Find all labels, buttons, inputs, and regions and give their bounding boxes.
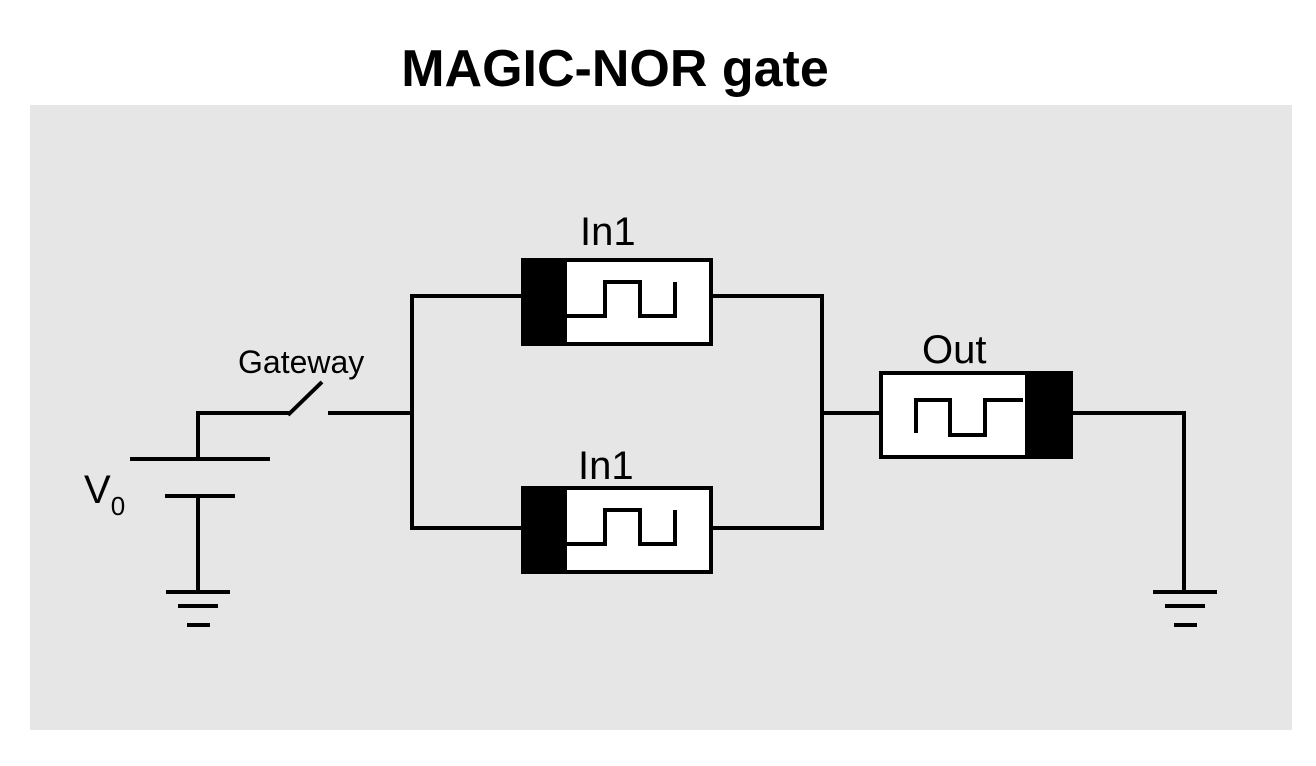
memristor-in1-top-band <box>521 258 567 346</box>
memristor-out-band <box>1025 371 1073 459</box>
source-label: V0 <box>84 468 125 521</box>
memristor-in1-top <box>521 258 713 346</box>
switch-blade <box>286 380 324 417</box>
gateway-switch <box>286 380 412 417</box>
memristor-in1-bottom-pulse <box>567 508 677 546</box>
label-in1-bottom: In1 <box>578 444 634 488</box>
voltage-source <box>130 457 270 498</box>
memristor-out <box>879 371 1073 459</box>
diagram-panel <box>30 105 1292 730</box>
switch-label: Gateway <box>238 344 364 380</box>
memristor-in1-bottom-band <box>521 486 567 574</box>
memristor-out-pulse <box>914 398 1023 437</box>
diagram-title: MAGIC-NOR gate <box>401 40 829 98</box>
ground-left <box>166 590 230 627</box>
label-out: Out <box>922 328 986 372</box>
memristor-in1-bottom <box>521 486 713 574</box>
memristor-in1-top-pulse <box>567 280 677 318</box>
ground-right <box>1153 590 1217 627</box>
label-in1-top: In1 <box>580 210 636 254</box>
